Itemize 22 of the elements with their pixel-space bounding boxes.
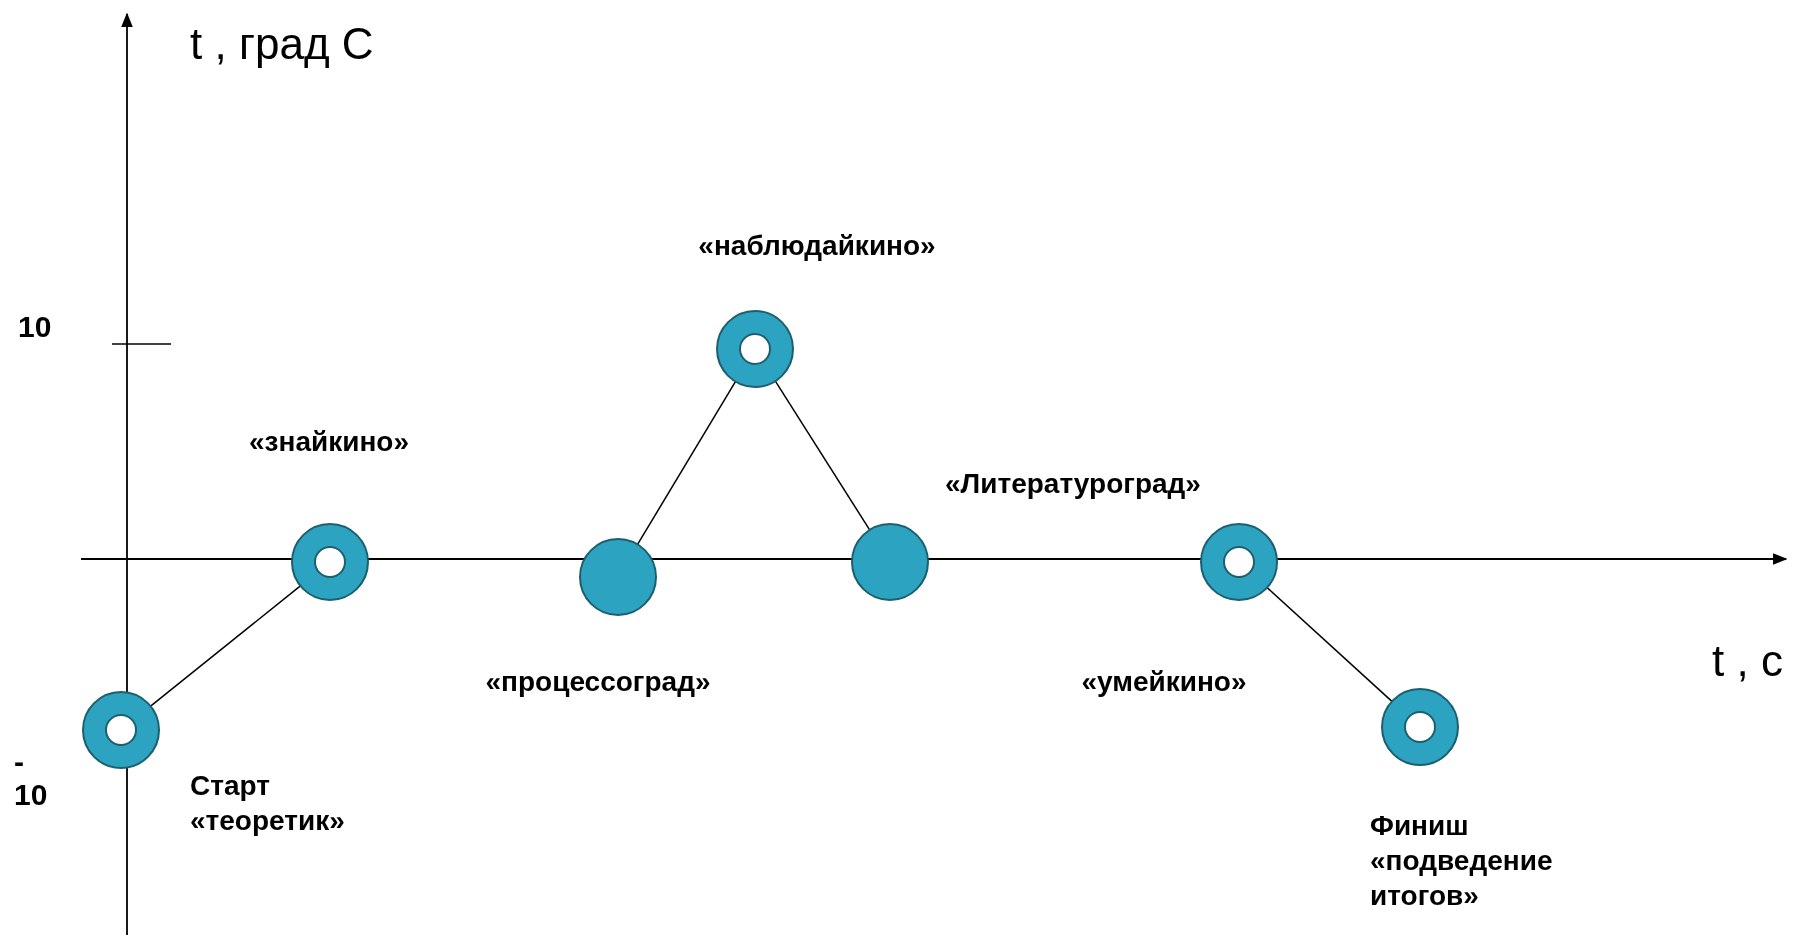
ring-marker (715, 309, 795, 389)
station-label: «наблюдайкино» (698, 229, 936, 263)
axis-label: t , град С (190, 20, 375, 69)
connector-line (149, 585, 302, 707)
circle-marker (578, 537, 658, 617)
station-label: «Литературоград» (945, 467, 1201, 501)
station-label: Старт «теоретик» (190, 769, 345, 838)
station-label: Финиш «подведение итогов» (1370, 809, 1553, 913)
circle-marker (850, 522, 930, 602)
tick-label: 10 (18, 310, 52, 344)
station-label: «процессоград» (485, 665, 711, 699)
ring-marker (81, 690, 161, 770)
station-label: «умейкино» (1081, 665, 1247, 699)
connector-line (636, 380, 737, 546)
axis-label: t , с (1712, 636, 1783, 686)
ring-marker (290, 522, 370, 602)
tick-label: - 10 (14, 745, 49, 811)
ring-marker (1380, 687, 1460, 767)
ring-marker (1199, 522, 1279, 602)
connector-line (774, 380, 871, 531)
station-label: «знайкино» (249, 425, 409, 459)
connector-line (1266, 586, 1393, 703)
